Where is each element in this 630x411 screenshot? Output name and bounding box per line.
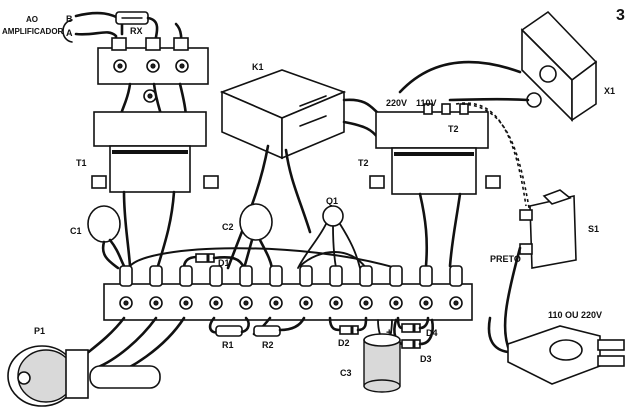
strip-screw-center xyxy=(183,300,189,306)
amplifier-input xyxy=(62,11,183,50)
transistor-q1 xyxy=(297,205,361,269)
strip-screw-center xyxy=(123,300,129,306)
strip-screws xyxy=(119,296,463,310)
strip-screw-center xyxy=(453,300,459,306)
strip-screw-center xyxy=(363,300,369,306)
label-s1: S1 xyxy=(588,224,599,234)
strip-lug xyxy=(149,265,163,287)
label-d3: D3 xyxy=(420,354,432,364)
strip-lug xyxy=(269,265,283,287)
strip-screw-center xyxy=(393,300,399,306)
resistor-r2 xyxy=(252,316,306,337)
strip-screw-center xyxy=(243,300,249,306)
strip-screw-center xyxy=(333,300,339,306)
rx-terminal-block xyxy=(97,37,209,103)
mains-plug xyxy=(487,316,625,385)
label-d2: D2 xyxy=(338,338,350,348)
transformer-t1 xyxy=(91,82,219,268)
resistor-r1 xyxy=(208,316,250,337)
figure-number: 3 xyxy=(616,7,625,24)
label-c3: C3 xyxy=(340,368,352,378)
label-x1: X1 xyxy=(604,86,615,96)
transformer-t2 xyxy=(369,102,533,268)
strip-lug xyxy=(389,265,403,287)
switch-s1 xyxy=(503,189,577,354)
strip-lug xyxy=(419,265,433,287)
label-r1: R1 xyxy=(222,340,234,350)
label-110v: 110V xyxy=(416,98,437,108)
terminal-b-label: B xyxy=(66,14,73,24)
label-d1: D1 xyxy=(218,258,230,268)
label-t1: T1 xyxy=(76,158,87,168)
label-220v: 220V xyxy=(386,98,407,108)
diode-d2 xyxy=(328,316,368,335)
strip-lug xyxy=(119,265,133,287)
strip-lug xyxy=(299,265,313,287)
strip-lug xyxy=(449,265,463,287)
strip-screw-center xyxy=(303,300,309,306)
capacitor-c1 xyxy=(87,205,126,270)
label-rx: RX xyxy=(130,26,143,36)
strip-screw-center xyxy=(423,300,429,306)
strip-lugs xyxy=(119,265,463,287)
label-c2: C2 xyxy=(222,222,234,232)
diode-d4 xyxy=(396,316,430,333)
label-t2-side: T2 xyxy=(358,158,369,168)
terminal-a-label: A xyxy=(66,28,73,38)
label-t2-top: T2 xyxy=(448,124,459,134)
amplifier-label-line2: AMPLIFICADOR xyxy=(2,27,64,36)
strip-lug xyxy=(359,265,373,287)
t2-core-top xyxy=(375,111,489,149)
strip-lug xyxy=(179,265,193,287)
t1-core-top xyxy=(93,111,207,147)
label-mains: 110 OU 220V xyxy=(548,310,602,320)
relay-k1 xyxy=(219,69,386,270)
label-k1: K1 xyxy=(252,62,264,72)
terminal-strip xyxy=(103,247,473,321)
polarity-plus: + xyxy=(386,327,392,339)
strip-screw-center xyxy=(153,300,159,306)
label-p1: P1 xyxy=(34,326,45,336)
potentiometer-p1 xyxy=(7,316,186,407)
label-c1: C1 xyxy=(70,226,82,236)
capacitor-c3 xyxy=(363,319,401,393)
strip-lug xyxy=(209,265,223,287)
label-r2: R2 xyxy=(262,340,274,350)
capacitor-c2 xyxy=(239,203,274,270)
amplifier-label-line1: AO xyxy=(26,15,38,24)
label-preto: PRETO xyxy=(490,254,521,264)
socket-x1 xyxy=(398,10,598,122)
label-d4: D4 xyxy=(426,328,438,338)
strip-lug xyxy=(329,265,343,287)
strip-screw-center xyxy=(213,300,219,306)
strip-screw-center xyxy=(273,300,279,306)
label-q1: Q1 xyxy=(326,196,338,206)
terminal-strip-body xyxy=(103,283,473,321)
strip-lug xyxy=(239,265,253,287)
